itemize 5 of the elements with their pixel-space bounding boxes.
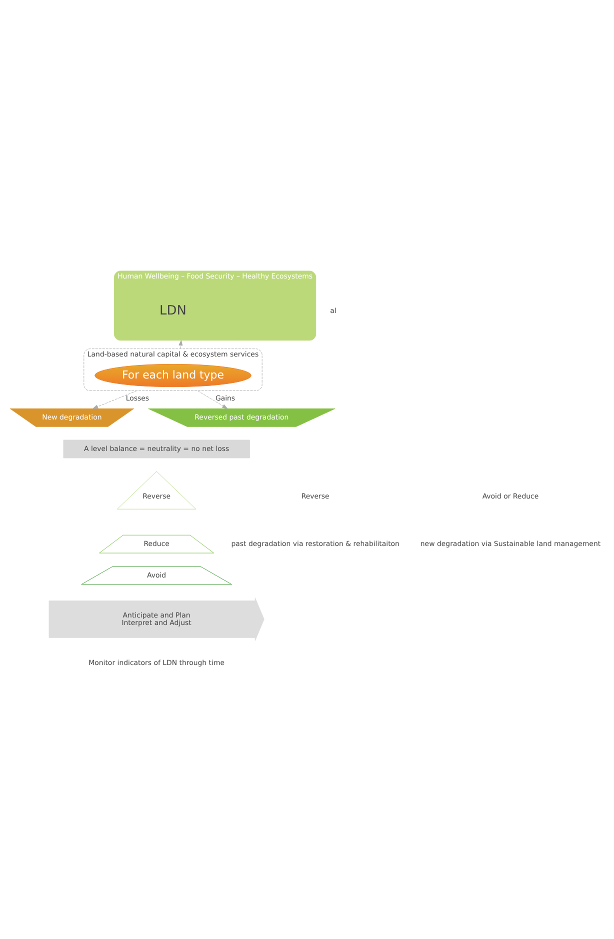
node-ellipse: For each land type	[94, 364, 252, 388]
arrow	[197, 390, 228, 409]
arrow	[92, 390, 138, 409]
arrow	[178, 340, 183, 350]
node-text: LDN	[160, 304, 186, 319]
